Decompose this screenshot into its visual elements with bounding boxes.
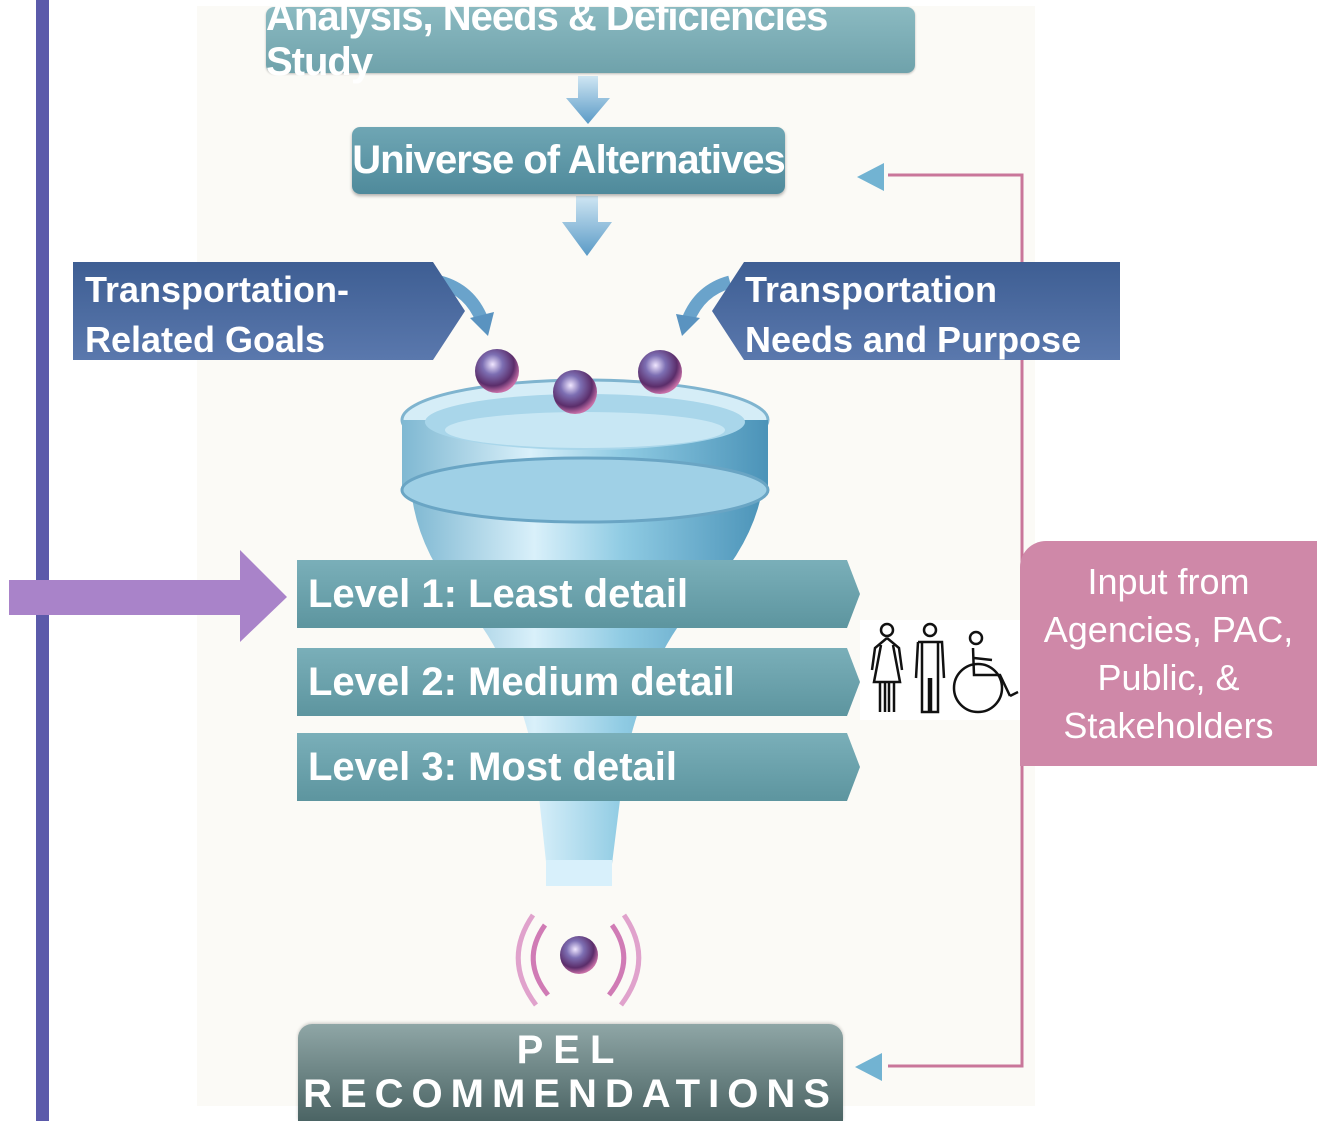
transportation-goals-tag: Transportation- Related Goals (73, 262, 465, 360)
input-line2: Agencies, PAC, (1043, 608, 1294, 650)
woman-icon (870, 622, 904, 712)
tag-right-line2: Needs and Purpose (745, 319, 1082, 360)
people-icons (860, 620, 1025, 720)
level-3-banner: Level 3: Most detail (297, 733, 860, 801)
ball-1 (475, 349, 519, 393)
input-arrow (9, 550, 287, 642)
stakeholder-input-box: Input from Agencies, PAC, Public, & Stak… (1020, 541, 1317, 766)
feedback-arrow-bottom (855, 1053, 882, 1081)
rec-line2: RECOMMENDATIONS (303, 1072, 838, 1116)
analysis-study-box: Analysis, Needs & Deficiencies Study (266, 0, 915, 84)
ball-3 (638, 350, 682, 394)
tag-left-line1: Transportation- (85, 269, 350, 310)
tag-left-line2: Related Goals (85, 319, 326, 360)
pel-recommendations-box: PEL RECOMMENDATIONS (298, 1024, 843, 1121)
curved-arrow-right (681, 275, 732, 323)
transportation-needs-tag: Transportation Needs and Purpose (712, 262, 1120, 360)
level-2-banner: Level 2: Medium detail (297, 648, 860, 716)
down-arrow-2 (562, 196, 612, 256)
man-icon (914, 622, 946, 714)
feedback-arrow-top (857, 163, 884, 191)
wheelchair-icon (952, 630, 1019, 714)
rec-line1: PEL (516, 1028, 625, 1072)
input-line4: Stakeholders (1063, 704, 1274, 746)
level-1-banner: Level 1: Least detail (297, 560, 860, 628)
input-line3: Public, & (1097, 656, 1240, 698)
tag-right-line1: Transportation (745, 269, 998, 310)
ball-2 (553, 370, 597, 414)
left-vertical-bar (36, 0, 49, 1121)
result-ball (560, 936, 598, 974)
input-line1: Input from (1087, 560, 1250, 602)
down-arrow-1 (566, 76, 610, 124)
universe-of-alternatives-box: Universe of Alternatives (352, 127, 786, 194)
